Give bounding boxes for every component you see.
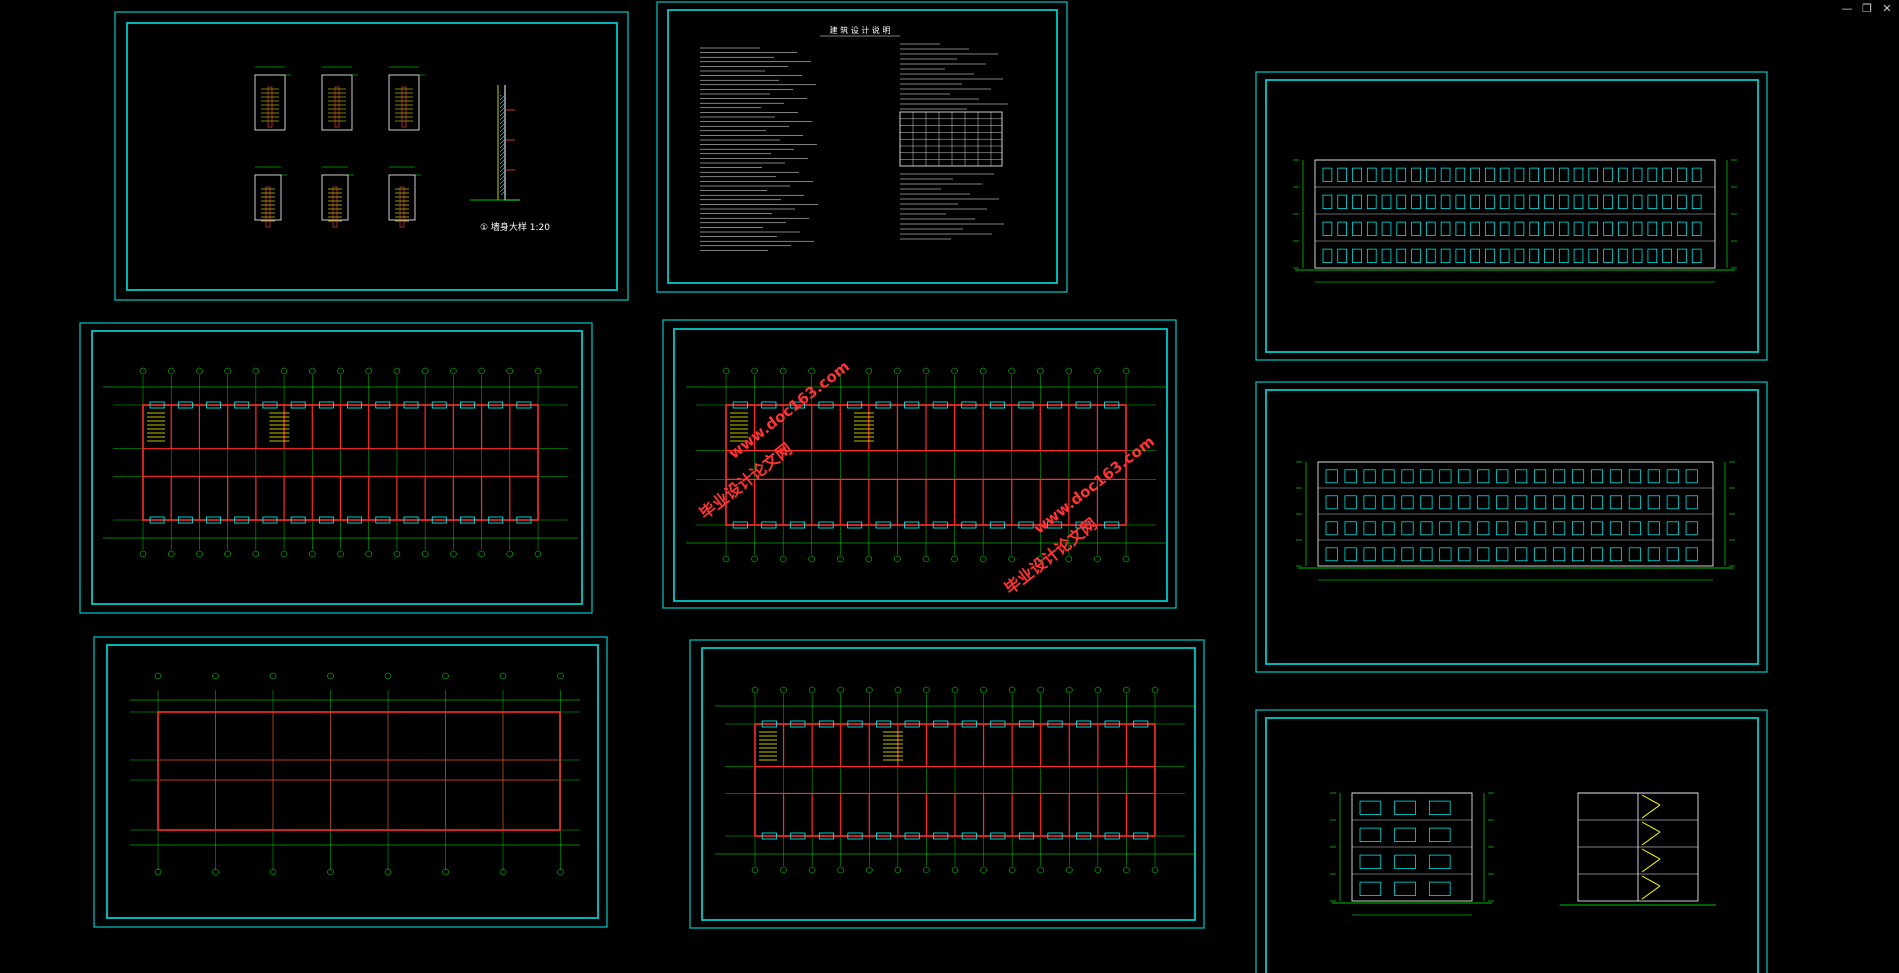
rear-elevation-drawing (1296, 461, 1735, 581)
sheet-stair-details[interactable]: ① 墙身大样 1:20 (114, 11, 629, 301)
window-controls: — ❐ ✕ (1835, 0, 1899, 17)
sheet-side-elevation-section[interactable] (1255, 709, 1768, 973)
section-drawing (1560, 792, 1716, 906)
sheet-design-notes[interactable]: 建 筑 设 计 说 明 (656, 1, 1068, 293)
design-notes-body (700, 43, 1008, 251)
restore-icon[interactable]: ❐ (1862, 2, 1872, 15)
stair-plans-upper (254, 66, 425, 131)
standard-floor-plan-drawing (103, 367, 578, 558)
wall-detail-label: ① 墙身大样 1:20 (480, 221, 550, 233)
sheet-front-elevation[interactable] (1255, 71, 1768, 361)
ground-floor-plan-drawing (686, 367, 1166, 563)
front-elevation-drawing (1293, 159, 1737, 283)
sheet-floor-plan-standard[interactable] (79, 322, 593, 614)
wall-section-detail (470, 85, 520, 201)
side-elevation-drawing (1330, 792, 1494, 916)
close-icon[interactable]: ✕ (1882, 2, 1892, 15)
watermark-1: 毕业设计论文网 www.doc163.com (696, 357, 853, 523)
top-floor-plan-drawing (715, 686, 1195, 874)
door-window-table (899, 111, 1003, 167)
sheet-floor-plan-top[interactable] (689, 639, 1205, 929)
stair-plans-lower (254, 166, 421, 228)
roof-plan-drawing (130, 672, 580, 876)
minimize-icon[interactable]: — (1841, 2, 1853, 15)
sheet-floor-plan-ground[interactable] (662, 319, 1177, 609)
sheet-rear-elevation[interactable] (1255, 381, 1768, 673)
design-notes-title: 建 筑 设 计 说 明 (830, 25, 891, 35)
sheet-roof-plan[interactable] (93, 636, 608, 928)
